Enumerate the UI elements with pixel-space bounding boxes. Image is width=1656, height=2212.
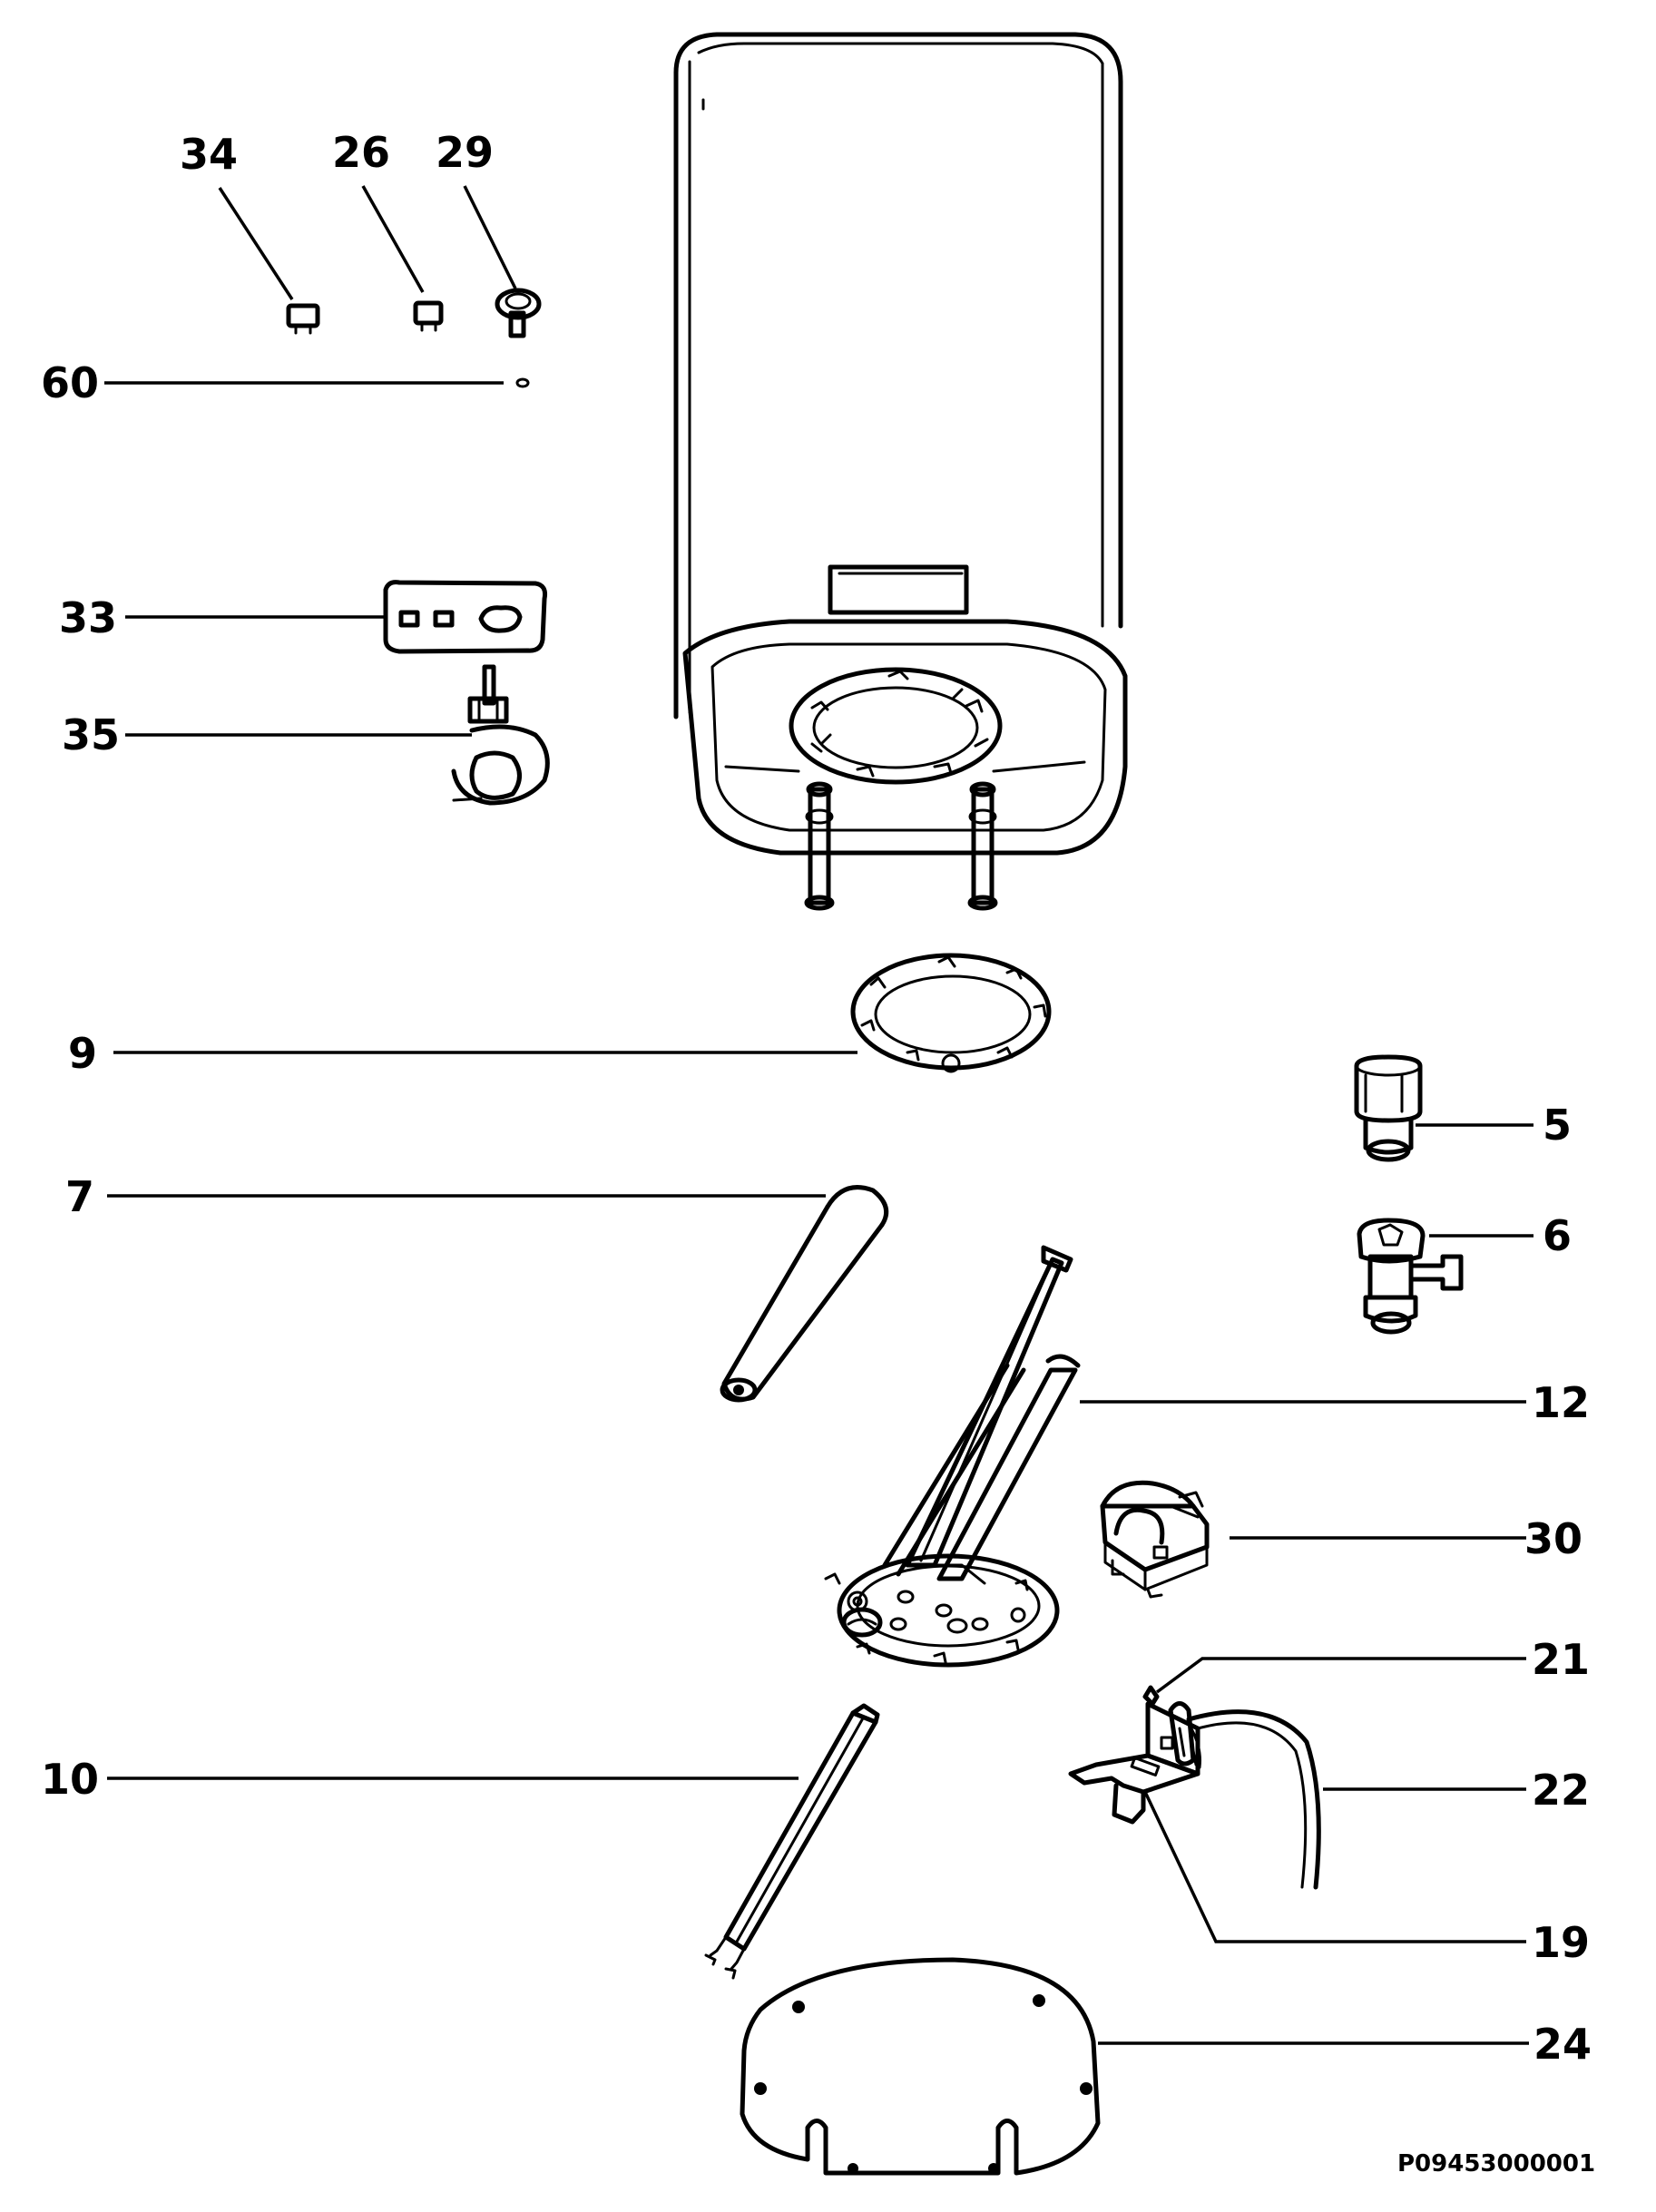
label-21: 21 <box>1532 1635 1590 1684</box>
label-30: 30 <box>1524 1514 1583 1563</box>
part-34-switch <box>286 303 320 335</box>
part-26-switch <box>413 300 444 332</box>
label-33: 33 <box>59 593 117 642</box>
part-labels: 34 26 29 60 33 35 9 5 7 6 12 30 21 10 22… <box>41 128 1595 2178</box>
label-19: 19 <box>1532 1918 1590 1967</box>
label-10: 10 <box>41 1755 99 1804</box>
part-19-bracket <box>1068 1701 1200 1825</box>
leader-21 <box>1155 1657 1526 1694</box>
label-7: 7 <box>65 1172 94 1221</box>
leader-29 <box>463 185 517 289</box>
part-7-anode-rod <box>720 1185 889 1403</box>
part-60-small-ring <box>515 377 530 388</box>
label-60: 60 <box>41 358 99 407</box>
part-10-heating-tube <box>704 1703 880 1980</box>
part-24-bottom-cover <box>740 1957 1101 2176</box>
label-22: 22 <box>1532 1766 1590 1815</box>
part-5-fitting <box>1354 1054 1423 1162</box>
label-24: 24 <box>1534 2020 1592 2069</box>
leader-34 <box>218 187 294 300</box>
label-6: 6 <box>1543 1211 1572 1260</box>
leader-lines <box>104 185 1534 2045</box>
part-9-gasket-ring <box>850 953 1052 1073</box>
label-9: 9 <box>68 1029 97 1078</box>
part-21-screw <box>1142 1685 1160 1707</box>
leader-19 <box>1143 1791 1526 1943</box>
part-12-heating-element <box>824 1245 1081 1668</box>
label-26: 26 <box>332 128 390 177</box>
part-35-thermostat <box>451 664 550 806</box>
part-22-cable <box>1186 1709 1321 1890</box>
label-29: 29 <box>436 128 494 177</box>
part-29-knob <box>495 288 542 338</box>
water-heater-tank <box>673 32 1128 911</box>
reference-code: P09453000001 <box>1397 2150 1595 2178</box>
label-5: 5 <box>1543 1101 1572 1150</box>
part-6-valve <box>1357 1218 1464 1335</box>
part-30-thermostat-housing <box>1100 1480 1210 1599</box>
label-12: 12 <box>1532 1378 1590 1427</box>
leader-26 <box>361 185 425 293</box>
label-34: 34 <box>180 130 238 179</box>
label-35: 35 <box>62 710 120 759</box>
part-33-control-panel <box>383 580 547 654</box>
